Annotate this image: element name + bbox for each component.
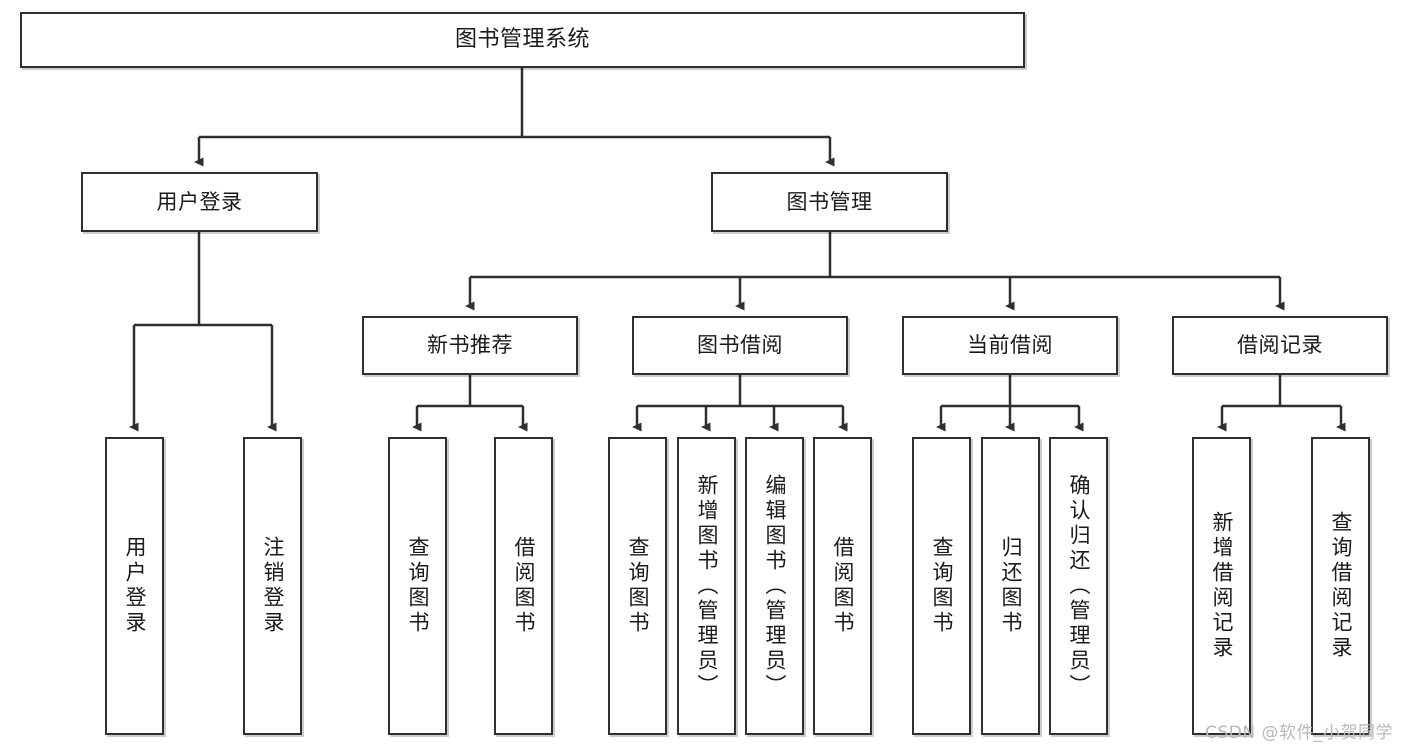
node-label: 新书推荐	[427, 333, 513, 358]
leaf-record-query-record[interactable]: 查询借阅记录	[1311, 437, 1370, 735]
node-book-borrow[interactable]: 图书借阅	[632, 316, 848, 375]
node-label: 用户登录	[156, 189, 243, 214]
node-label: 编辑图书（管理员）	[763, 473, 787, 699]
node-label: 图书借阅	[697, 333, 783, 358]
leaf-user-login-login[interactable]: 用户登录	[105, 437, 164, 735]
node-label: 新增图书（管理员）	[695, 473, 719, 699]
node-label: 确认归还（管理员）	[1067, 473, 1091, 699]
leaf-borrow-query-book[interactable]: 查询图书	[608, 437, 667, 735]
node-label: 查询图书	[626, 536, 650, 636]
node-label: 查询借阅记录	[1329, 511, 1353, 661]
leaf-borrow-add-book-admin[interactable]: 新增图书（管理员）	[677, 437, 736, 735]
node-label: 图书管理	[786, 189, 873, 214]
leaf-user-login-logout[interactable]: 注销登录	[243, 437, 302, 735]
leaf-borrow-edit-book-admin[interactable]: 编辑图书（管理员）	[745, 437, 804, 735]
node-label: 借阅记录	[1237, 333, 1323, 358]
node-label: 注销登录	[261, 536, 285, 636]
leaf-recommend-borrow-book[interactable]: 借阅图书	[494, 437, 553, 735]
leaf-current-query-book[interactable]: 查询图书	[912, 437, 971, 735]
node-new-book-recommend[interactable]: 新书推荐	[362, 316, 578, 375]
node-user-login[interactable]: 用户登录	[81, 172, 318, 232]
node-book-management[interactable]: 图书管理	[711, 172, 948, 232]
node-label: 查询图书	[930, 536, 954, 636]
leaf-borrow-borrow-book[interactable]: 借阅图书	[813, 437, 872, 735]
node-current-borrow[interactable]: 当前借阅	[902, 316, 1118, 375]
leaf-record-add-record[interactable]: 新增借阅记录	[1192, 437, 1251, 735]
leaf-current-return-book[interactable]: 归还图书	[981, 437, 1040, 735]
leaf-recommend-query-book[interactable]: 查询图书	[388, 437, 447, 735]
leaf-current-confirm-return-admin[interactable]: 确认归还（管理员）	[1049, 437, 1108, 735]
node-root-system[interactable]: 图书管理系统	[20, 12, 1025, 68]
node-label: 查询图书	[406, 536, 430, 636]
node-label: 图书管理系统	[454, 27, 590, 53]
node-label: 当前借阅	[967, 333, 1053, 358]
node-label: 新增借阅记录	[1210, 511, 1234, 661]
node-label: 借阅图书	[512, 536, 536, 636]
node-label: 用户登录	[123, 536, 147, 636]
node-borrow-record[interactable]: 借阅记录	[1172, 316, 1388, 375]
node-label: 归还图书	[999, 536, 1023, 636]
node-label: 借阅图书	[831, 536, 855, 636]
